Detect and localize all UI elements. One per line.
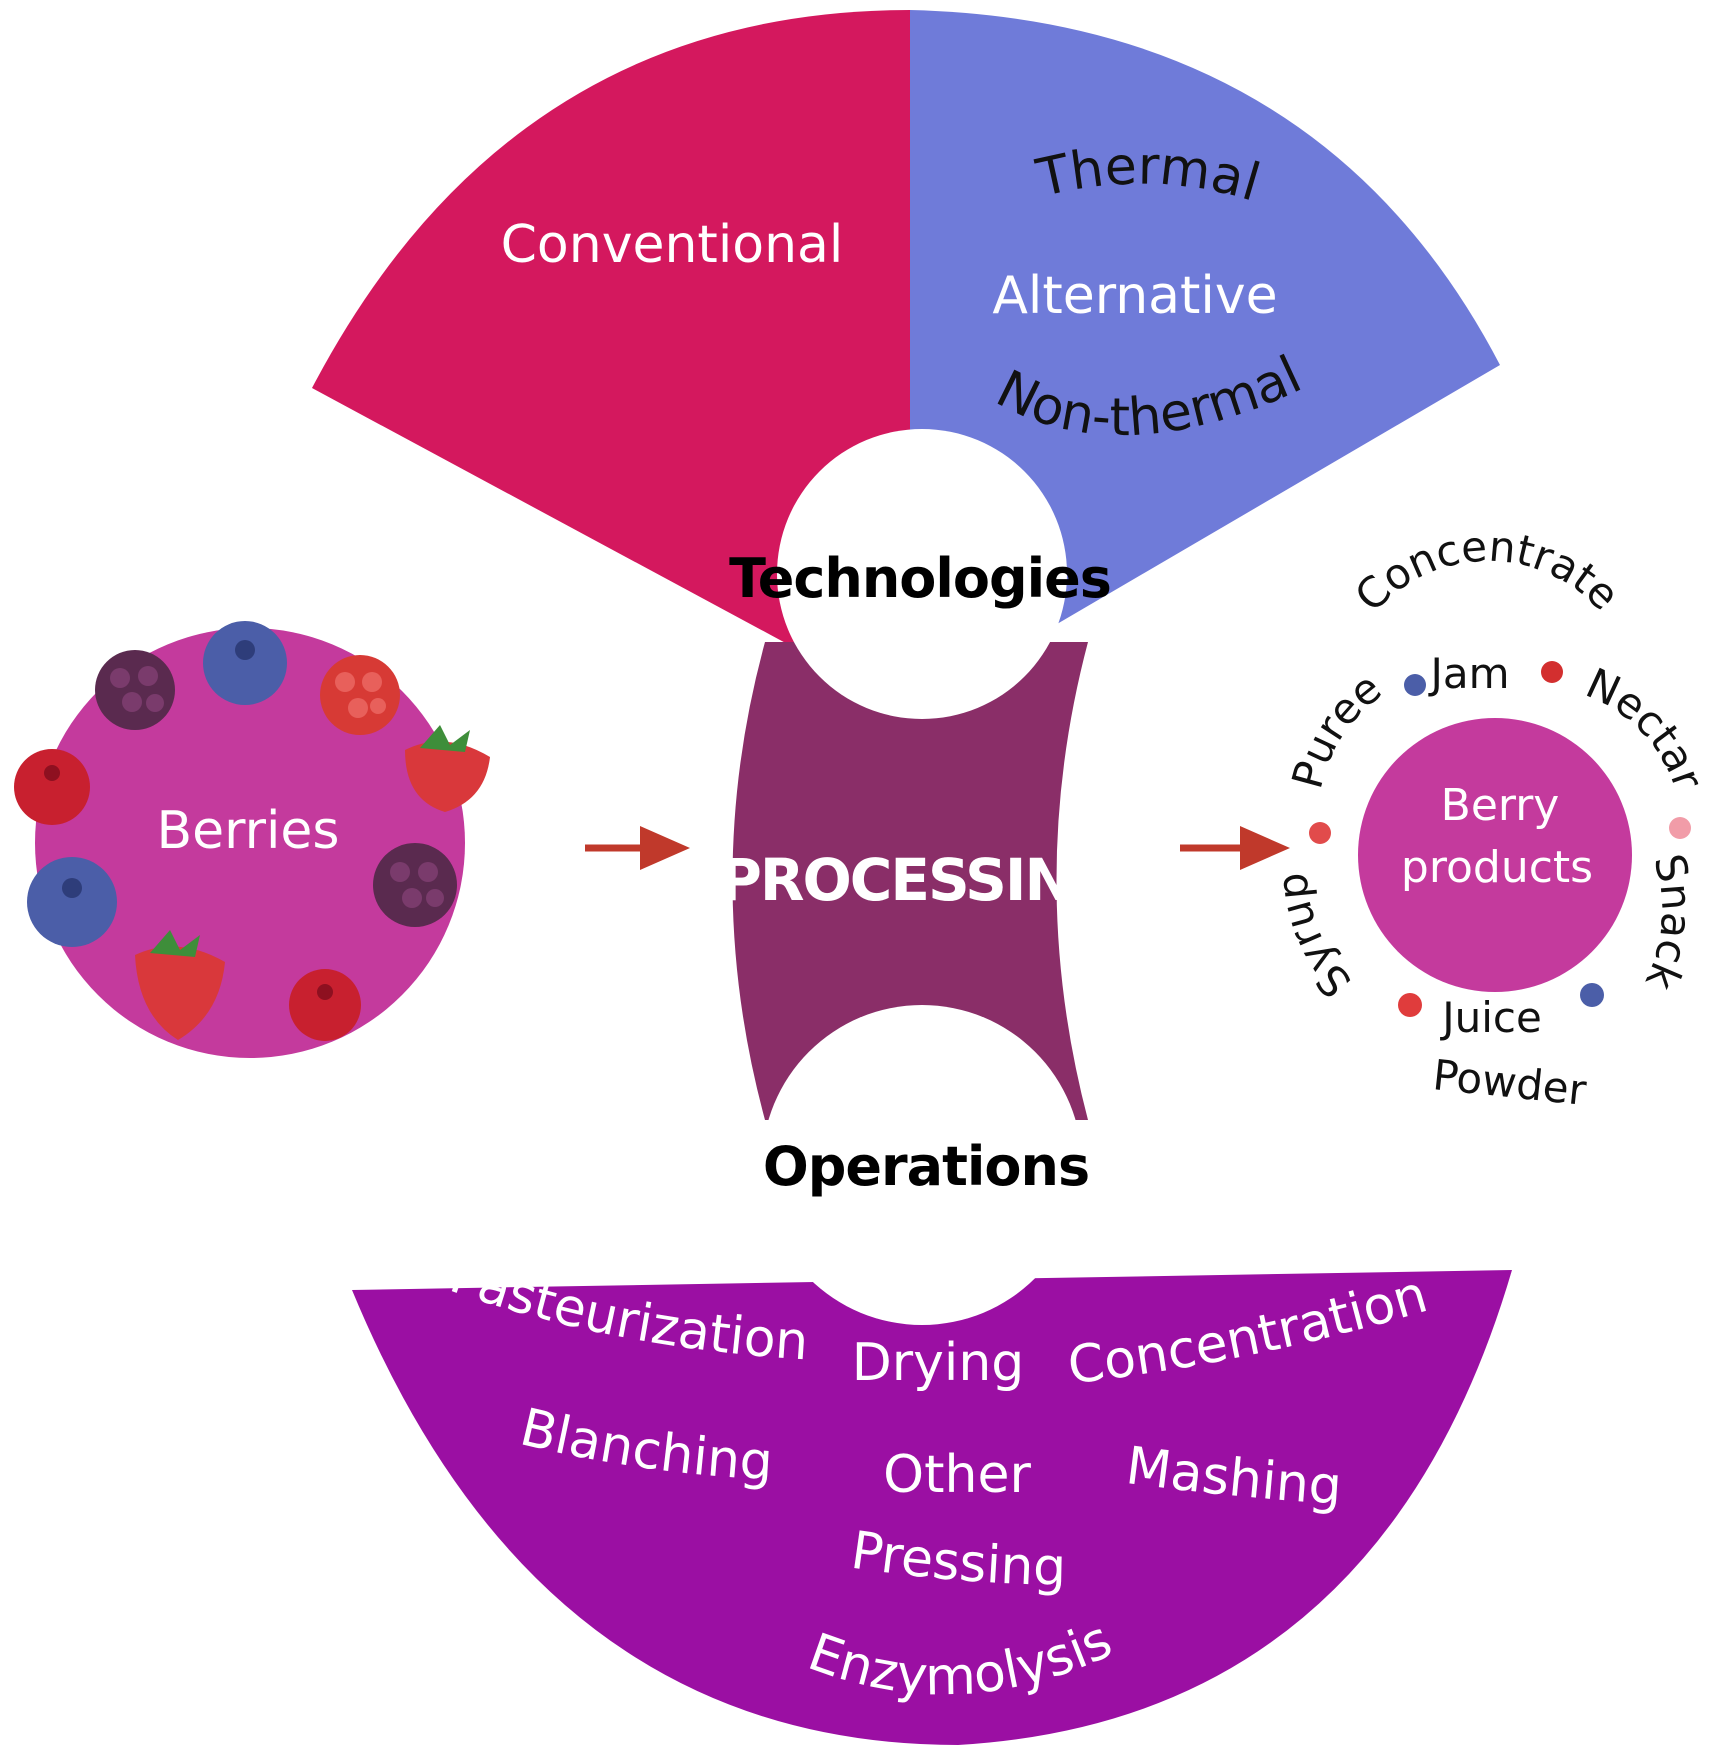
juice-label: Juice [1439,993,1542,1042]
blueberry-icon [27,857,117,947]
processing-label: PROCESSING [719,846,1116,914]
products-disc [1358,718,1632,992]
berries-group: Berries [14,621,490,1058]
concentrate-label: Concentrate [1345,521,1629,621]
operations-hub [762,1005,1082,1325]
other-label: Other [883,1445,1031,1505]
berries-label: Berries [156,801,339,861]
berries-disc [35,628,465,1058]
operations-sector [352,1270,1512,1745]
berry-products-group: Berry products Concentrate Jam Nectar Pu… [1267,521,1711,1115]
cranberry-dot-icon [1541,661,1563,683]
blueberry-dot-icon [1580,983,1604,1007]
blueberry-dot-icon [1404,674,1426,696]
raspberry-dot-icon [1669,817,1691,839]
puree-label: Puree [1282,663,1390,793]
cranberry-icon [289,969,361,1041]
products-center-line2: products [1401,842,1593,893]
products-center-line1: Berry [1441,780,1560,831]
arrow-to-processing [585,826,690,870]
technologies-hub-label: Technologies [729,547,1111,610]
technologies-hub [777,429,1067,719]
jam-label: Jam [1427,649,1509,698]
blackberry-icon [373,843,457,927]
blueberry-icon [203,621,287,705]
powder-label: Powder [1431,1050,1590,1115]
conventional-label: Conventional [501,215,844,275]
conventional-sector [312,10,910,710]
processing-core [732,642,1088,1120]
strawberry-dot-icon [1398,993,1422,1017]
cranberry-dot-icon [1309,822,1331,844]
strawberry-icon [135,930,225,1040]
arrow-to-products [1180,826,1290,870]
drying-label: Drying [852,1333,1025,1393]
syrup-label: Syrup [1267,871,1360,1007]
strawberry-icon [405,725,490,812]
blackberry-icon [95,650,175,730]
cranberry-icon [14,749,90,825]
raspberry-icon [320,655,400,735]
alternative-label: Alternative [992,266,1277,326]
operations-hub-label: Operations [763,1135,1089,1198]
snack-label: Snack [1636,849,1702,998]
